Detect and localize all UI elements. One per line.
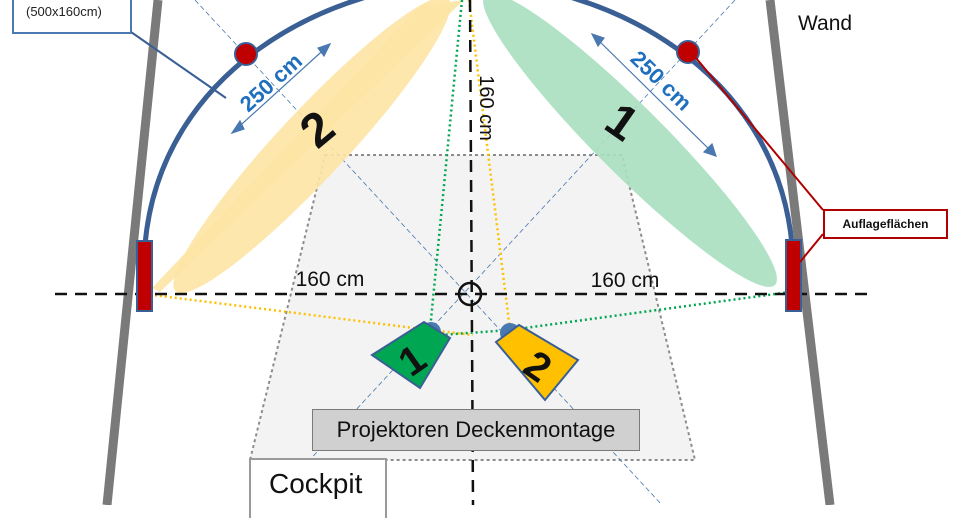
projector-rays xyxy=(144,0,791,337)
support-callout-line-2 xyxy=(799,233,824,263)
distance-vertical-label: 160 cm xyxy=(475,75,497,141)
support-right xyxy=(785,239,802,312)
support-callout-line xyxy=(695,57,824,211)
screen-size-label: (500x160cm) xyxy=(12,0,132,34)
wall-left xyxy=(102,0,163,505)
arc-marker-left xyxy=(234,42,258,66)
guide-lines xyxy=(194,0,736,505)
wall-label: Wand xyxy=(798,12,852,35)
projector-2: 2 xyxy=(494,323,580,402)
arc-marker-right xyxy=(676,40,700,64)
distance-right-label: 160 cm xyxy=(591,269,660,292)
center-marker-icon xyxy=(457,281,483,307)
beam-1-body xyxy=(483,0,777,287)
support-left xyxy=(136,240,153,312)
cockpit-label: Cockpit xyxy=(249,458,387,518)
distance-left-label: 160 cm xyxy=(296,268,365,291)
arc-arrow-right xyxy=(590,32,717,157)
projector-setup-diagram: 250 cm 250 cm 160 cm 160 cm 160 cm Wand … xyxy=(55,0,870,505)
support-surfaces-label: Auflageflächen xyxy=(823,209,948,239)
screen-callout-line xyxy=(130,31,227,99)
ceiling-mount-caption: Projektoren Deckenmontage xyxy=(312,409,640,451)
beam-2-body xyxy=(173,0,451,294)
arc-arrow-left xyxy=(230,42,332,135)
